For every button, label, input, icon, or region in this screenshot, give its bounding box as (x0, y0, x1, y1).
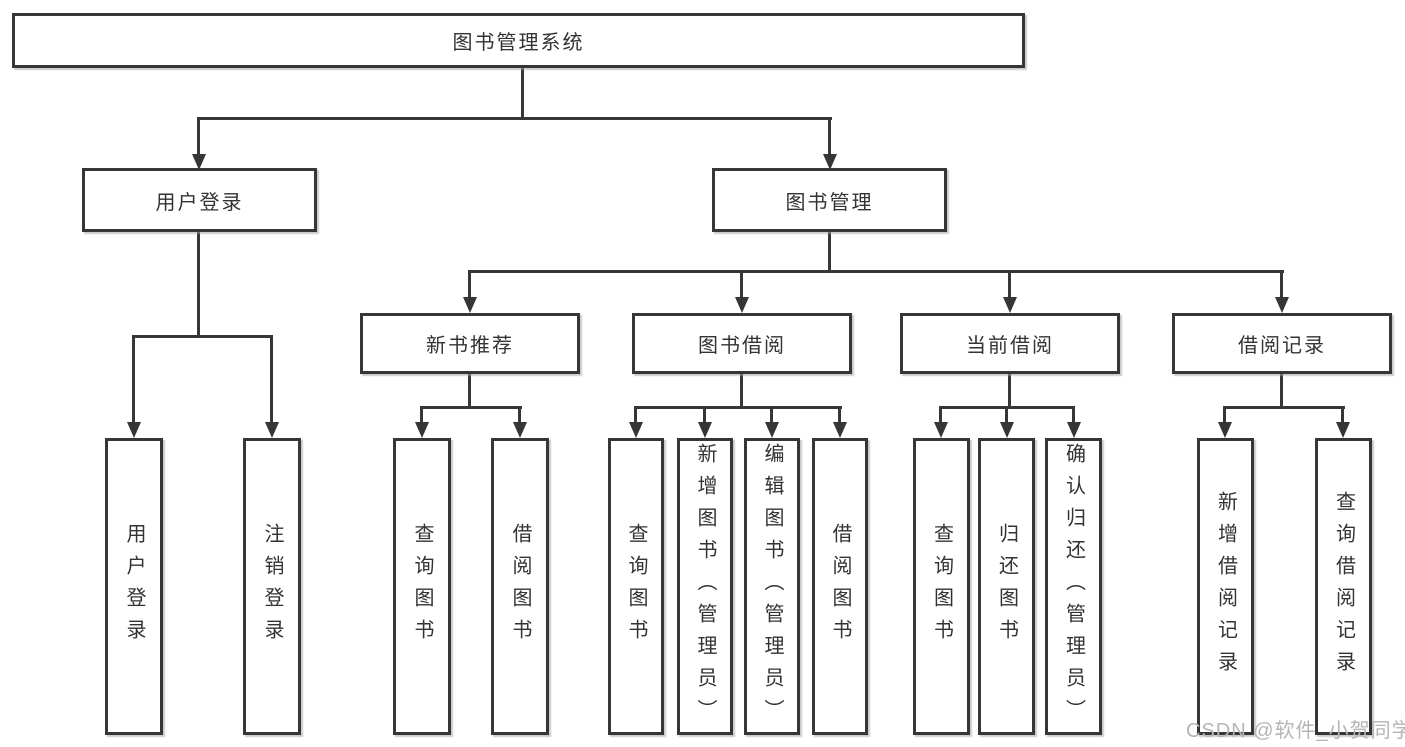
arrowhead-icon (513, 422, 527, 438)
arrowhead-icon (1218, 422, 1232, 438)
edge-book-mgmt-bus (468, 270, 1284, 273)
edge-user-login-bus (132, 335, 273, 338)
leaf-borrow-book: 借阅图书 (812, 438, 868, 735)
edge-level3-shaft (1008, 270, 1011, 299)
node-current-borrow: 当前借阅 (900, 313, 1120, 374)
leaf-label: 查询图书 (625, 522, 647, 651)
edge-leaf-shaft (634, 406, 637, 424)
node-new-book-rec: 新书推荐 (360, 313, 580, 374)
node-user-login: 用户登录 (82, 168, 317, 232)
edge-root-stem (521, 68, 524, 118)
edge-root-bus (197, 117, 832, 120)
node-user-login-label: 用户登录 (155, 191, 244, 214)
arrowhead-icon (735, 297, 749, 313)
arrowhead-icon (463, 297, 477, 313)
node-root: 图书管理系统 (12, 13, 1025, 68)
edge-new-book-stem (468, 373, 471, 408)
leaf-label: 新增借阅记录 (1214, 490, 1237, 683)
arrowhead-icon (833, 422, 847, 438)
edge-current-borrow-stem (1008, 373, 1011, 408)
leaf-edit-book-admin: 编辑图书（管理员） (744, 438, 800, 735)
arrowhead-icon (823, 154, 837, 170)
arrowhead-icon (1003, 297, 1017, 313)
edge-book-mgmt-shaft (828, 117, 831, 157)
node-book-mgmt-label: 图书管理 (785, 191, 874, 214)
csdn-watermark: CSDN @软件_小贺同学 (1186, 720, 1405, 742)
edge-borrow-record-stem (1280, 373, 1283, 408)
leaf-user-login: 用户登录 (105, 438, 163, 735)
arrowhead-icon (265, 422, 279, 438)
edge-leaf-shaft (420, 406, 423, 424)
leaf-label: 确认归还（管理员） (1062, 442, 1085, 731)
edge-level3-shaft (468, 270, 471, 299)
arrowhead-icon (934, 422, 948, 438)
leaf-label: 新增图书（管理员） (694, 442, 716, 731)
arrowhead-icon (1336, 422, 1350, 438)
edge-leaf-shaft (270, 335, 273, 424)
arrowhead-icon (1275, 297, 1289, 313)
edge-borrow-record-bus (1223, 406, 1345, 409)
node-book-borrow: 图书借阅 (632, 313, 852, 374)
edge-user-login-shaft (197, 117, 200, 157)
leaf-add-borrow-record: 新增借阅记录 (1197, 438, 1254, 735)
edge-leaf-shaft (1005, 406, 1008, 424)
node-book-mgmt: 图书管理 (712, 168, 947, 232)
node-borrow-record-label: 借阅记录 (1238, 335, 1326, 357)
arrowhead-icon (127, 422, 141, 438)
node-book-borrow-label: 图书借阅 (698, 335, 786, 357)
arrowhead-icon (1067, 422, 1081, 438)
leaf-label: 用户登录 (123, 522, 145, 651)
edge-leaf-shaft (1341, 406, 1344, 424)
leaf-label: 查询图书 (930, 522, 953, 651)
edge-leaf-shaft (1223, 406, 1226, 424)
edge-book-mgmt-stem (828, 232, 831, 273)
arrowhead-icon (765, 422, 779, 438)
leaf-label: 查询借阅记录 (1332, 490, 1355, 683)
leaf-query-current: 查询图书 (913, 438, 970, 735)
edge-leaf-shaft (1072, 406, 1075, 424)
edge-leaf-shaft (132, 335, 135, 424)
leaf-label: 借阅图书 (509, 522, 531, 651)
leaf-confirm-return-admin: 确认归还（管理员） (1045, 438, 1102, 735)
edge-leaf-shaft (703, 406, 706, 424)
leaf-label: 编辑图书（管理员） (761, 442, 783, 731)
leaf-label: 查询图书 (411, 522, 433, 651)
node-root-label: 图书管理系统 (452, 32, 585, 54)
leaf-borrow-book-rec: 借阅图书 (491, 438, 549, 735)
leaf-label: 注销登录 (261, 522, 283, 651)
edge-book-borrow-stem (740, 373, 743, 408)
leaf-add-book-admin: 新增图书（管理员） (677, 438, 733, 735)
edge-level3-shaft (1280, 270, 1283, 299)
arrowhead-icon (629, 422, 643, 438)
leaf-query-book-rec: 查询图书 (393, 438, 451, 735)
arrowhead-icon (1000, 422, 1014, 438)
edge-user-login-stem (197, 232, 200, 337)
edge-leaf-shaft (838, 406, 841, 424)
node-current-borrow-label: 当前借阅 (966, 335, 1054, 357)
node-new-book-rec-label: 新书推荐 (426, 335, 514, 357)
leaf-return-book: 归还图书 (978, 438, 1035, 735)
edge-new-book-bus (420, 406, 522, 409)
edge-leaf-shaft (770, 406, 773, 424)
edge-book-borrow-bus (634, 406, 842, 409)
arrowhead-icon (415, 422, 429, 438)
node-borrow-record: 借阅记录 (1172, 313, 1392, 374)
leaf-label: 归还图书 (995, 522, 1018, 651)
arrowhead-icon (192, 154, 206, 170)
arrowhead-icon (698, 422, 712, 438)
edge-leaf-shaft (939, 406, 942, 424)
edge-leaf-shaft (518, 406, 521, 424)
leaf-logout: 注销登录 (243, 438, 301, 735)
edge-level3-shaft (740, 270, 743, 299)
leaf-query-book: 查询图书 (608, 438, 664, 735)
leaf-label: 借阅图书 (829, 522, 851, 651)
leaf-query-borrow-record: 查询借阅记录 (1315, 438, 1372, 735)
